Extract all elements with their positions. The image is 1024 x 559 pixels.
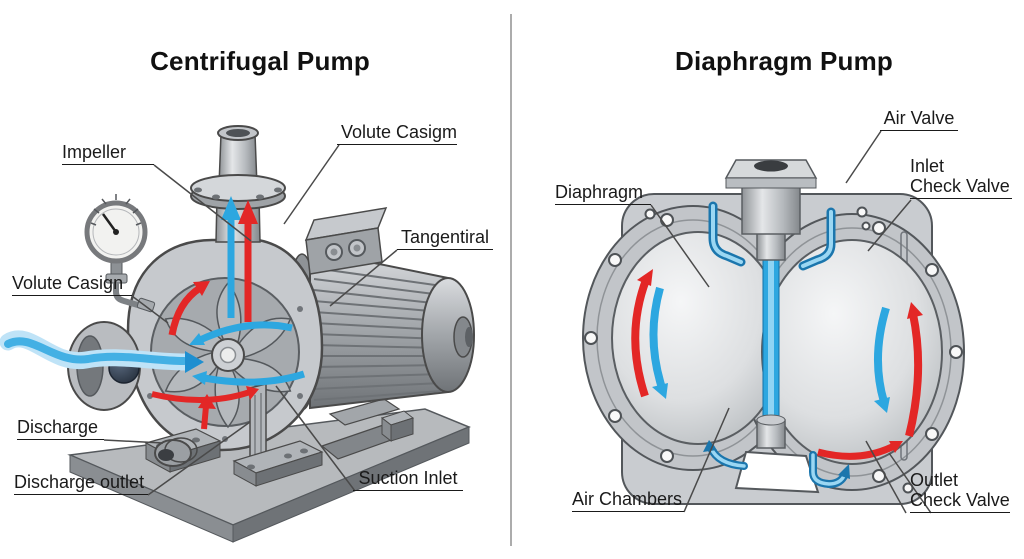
leader-discharge-outlet	[147, 421, 251, 496]
discharge-pipe	[190, 125, 286, 243]
flange-bolts	[194, 187, 282, 200]
label-suction-inlet: Suction Inlet	[353, 468, 463, 491]
leader-outlet-check-valve-1	[865, 440, 907, 514]
motor-feet	[320, 398, 415, 460]
leader-lines	[103, 130, 932, 514]
label-tangential: Tangentiral	[397, 227, 493, 250]
leader-suction-inlet	[275, 385, 356, 492]
right-diaphragm-dome	[761, 239, 943, 465]
discharge-outlet-port	[154, 437, 198, 467]
label-volute-casing-top: Volute Casigm	[337, 122, 457, 145]
leader-volute-casing-left	[131, 295, 169, 324]
check-valves	[703, 201, 850, 489]
bottom-window	[734, 450, 820, 494]
right-panel-title: Diaphragm Pump	[674, 46, 894, 76]
leader-diaphragm	[650, 204, 710, 288]
pressure-gauge	[84, 194, 156, 313]
label-discharge: Discharge	[17, 417, 104, 440]
flow-arrows-centrifugal	[0, 196, 306, 430]
leader-discharge	[103, 439, 164, 444]
centrifugal-pump-illustration	[0, 125, 475, 543]
leader-tangential	[329, 249, 398, 307]
leader-inlet-check-valve	[867, 199, 912, 252]
diaphragm-pump-illustration	[582, 159, 965, 505]
gauge-ticks	[90, 194, 142, 226]
label-air-valve: Air Valve	[880, 108, 958, 131]
leader-air-valve	[845, 130, 882, 184]
flange-bolt-holes	[584, 206, 963, 494]
label-outlet-check-valve: Outlet Check Valve	[910, 470, 1010, 513]
support-bracket	[232, 383, 324, 487]
leader-air-chambers	[683, 407, 730, 513]
label-air-chambers: Air Chambers	[572, 489, 684, 512]
motor-fins	[313, 267, 443, 401]
left-panel-title: Centrifugal Pump	[150, 46, 370, 76]
label-impeller: Impeller	[62, 142, 154, 165]
label-diaphragm: Diaphragm	[555, 182, 651, 205]
shaft-and-air-valve	[724, 159, 818, 449]
leader-impeller	[153, 164, 252, 242]
label-inlet-check-valve: Inlet Check Valve	[910, 156, 1012, 199]
junction-box	[304, 207, 388, 275]
leader-volute-casing-top	[283, 144, 340, 225]
leader-outlet-check-valve-2	[888, 452, 932, 514]
label-volute-casing-left: Volute Casign	[12, 273, 132, 296]
flow-arrows-diaphragm	[631, 269, 923, 460]
label-discharge-outlet: Discharge outlet	[14, 472, 148, 495]
